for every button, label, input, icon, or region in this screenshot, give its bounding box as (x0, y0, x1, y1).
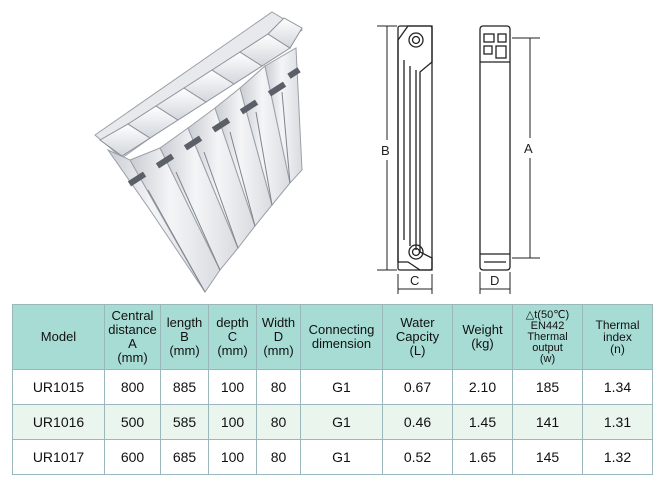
cell-thermal-output: 141 (512, 404, 583, 440)
product-figure: B C A D (94, 11, 540, 294)
dimension-c-line (397, 274, 433, 294)
header-thermal-index: Thermal index(n) (582, 304, 653, 370)
front-view-drawing (397, 25, 433, 271)
dimension-d-line (479, 272, 511, 294)
radiator-illustration (94, 11, 303, 293)
side-view-drawing (479, 25, 511, 271)
dimension-d-label: D (490, 273, 499, 288)
cell-length: 585 (160, 404, 209, 440)
dimension-b-label: B (381, 143, 390, 158)
dimension-b-line (377, 25, 397, 271)
dimension-a-label: A (524, 141, 533, 156)
cell-water-capacity: 0.46 (382, 404, 453, 440)
cell-model: UR1016 (12, 404, 105, 440)
cell-model: UR1015 (12, 369, 105, 405)
cell-weight: 2.10 (452, 369, 513, 405)
cell-connecting-dimension: G1 (300, 369, 383, 405)
cell-weight: 1.45 (452, 404, 513, 440)
cell-connecting-dimension: G1 (300, 439, 383, 475)
cell-width: 80 (256, 439, 301, 475)
cell-central-distance: 800 (104, 369, 161, 405)
dimension-c-label: C (410, 273, 419, 288)
cell-width: 80 (256, 404, 301, 440)
cell-depth: 100 (208, 439, 257, 475)
cell-length: 885 (160, 369, 209, 405)
table-row: UR1015 800 885 100 80 G1 0.67 2.10 185 1… (12, 369, 653, 405)
header-model: Model (12, 304, 105, 370)
table-row: UR1016 500 585 100 80 G1 0.46 1.45 141 1… (12, 404, 653, 440)
dimension-a-line (512, 37, 540, 259)
cell-thermal-index: 1.34 (582, 369, 653, 405)
cell-depth: 100 (208, 369, 257, 405)
cell-thermal-output: 145 (512, 439, 583, 475)
cell-water-capacity: 0.52 (382, 439, 453, 475)
table-row: UR1017 600 685 100 80 G1 0.52 1.65 145 1… (12, 439, 653, 475)
cell-central-distance: 500 (104, 404, 161, 440)
cell-model: UR1017 (12, 439, 105, 475)
cell-central-distance: 600 (104, 439, 161, 475)
spec-table-body: UR1015 800 885 100 80 G1 0.67 2.10 185 1… (12, 369, 653, 475)
cell-thermal-index: 1.31 (582, 404, 653, 440)
cell-thermal-index: 1.32 (582, 439, 653, 475)
cell-weight: 1.65 (452, 439, 513, 475)
cell-water-capacity: 0.67 (382, 369, 453, 405)
cell-thermal-output: 185 (512, 369, 583, 405)
cell-connecting-dimension: G1 (300, 404, 383, 440)
cell-depth: 100 (208, 404, 257, 440)
cell-width: 80 (256, 369, 301, 405)
header-weight: Weight(kg) (452, 304, 513, 370)
cell-length: 685 (160, 439, 209, 475)
